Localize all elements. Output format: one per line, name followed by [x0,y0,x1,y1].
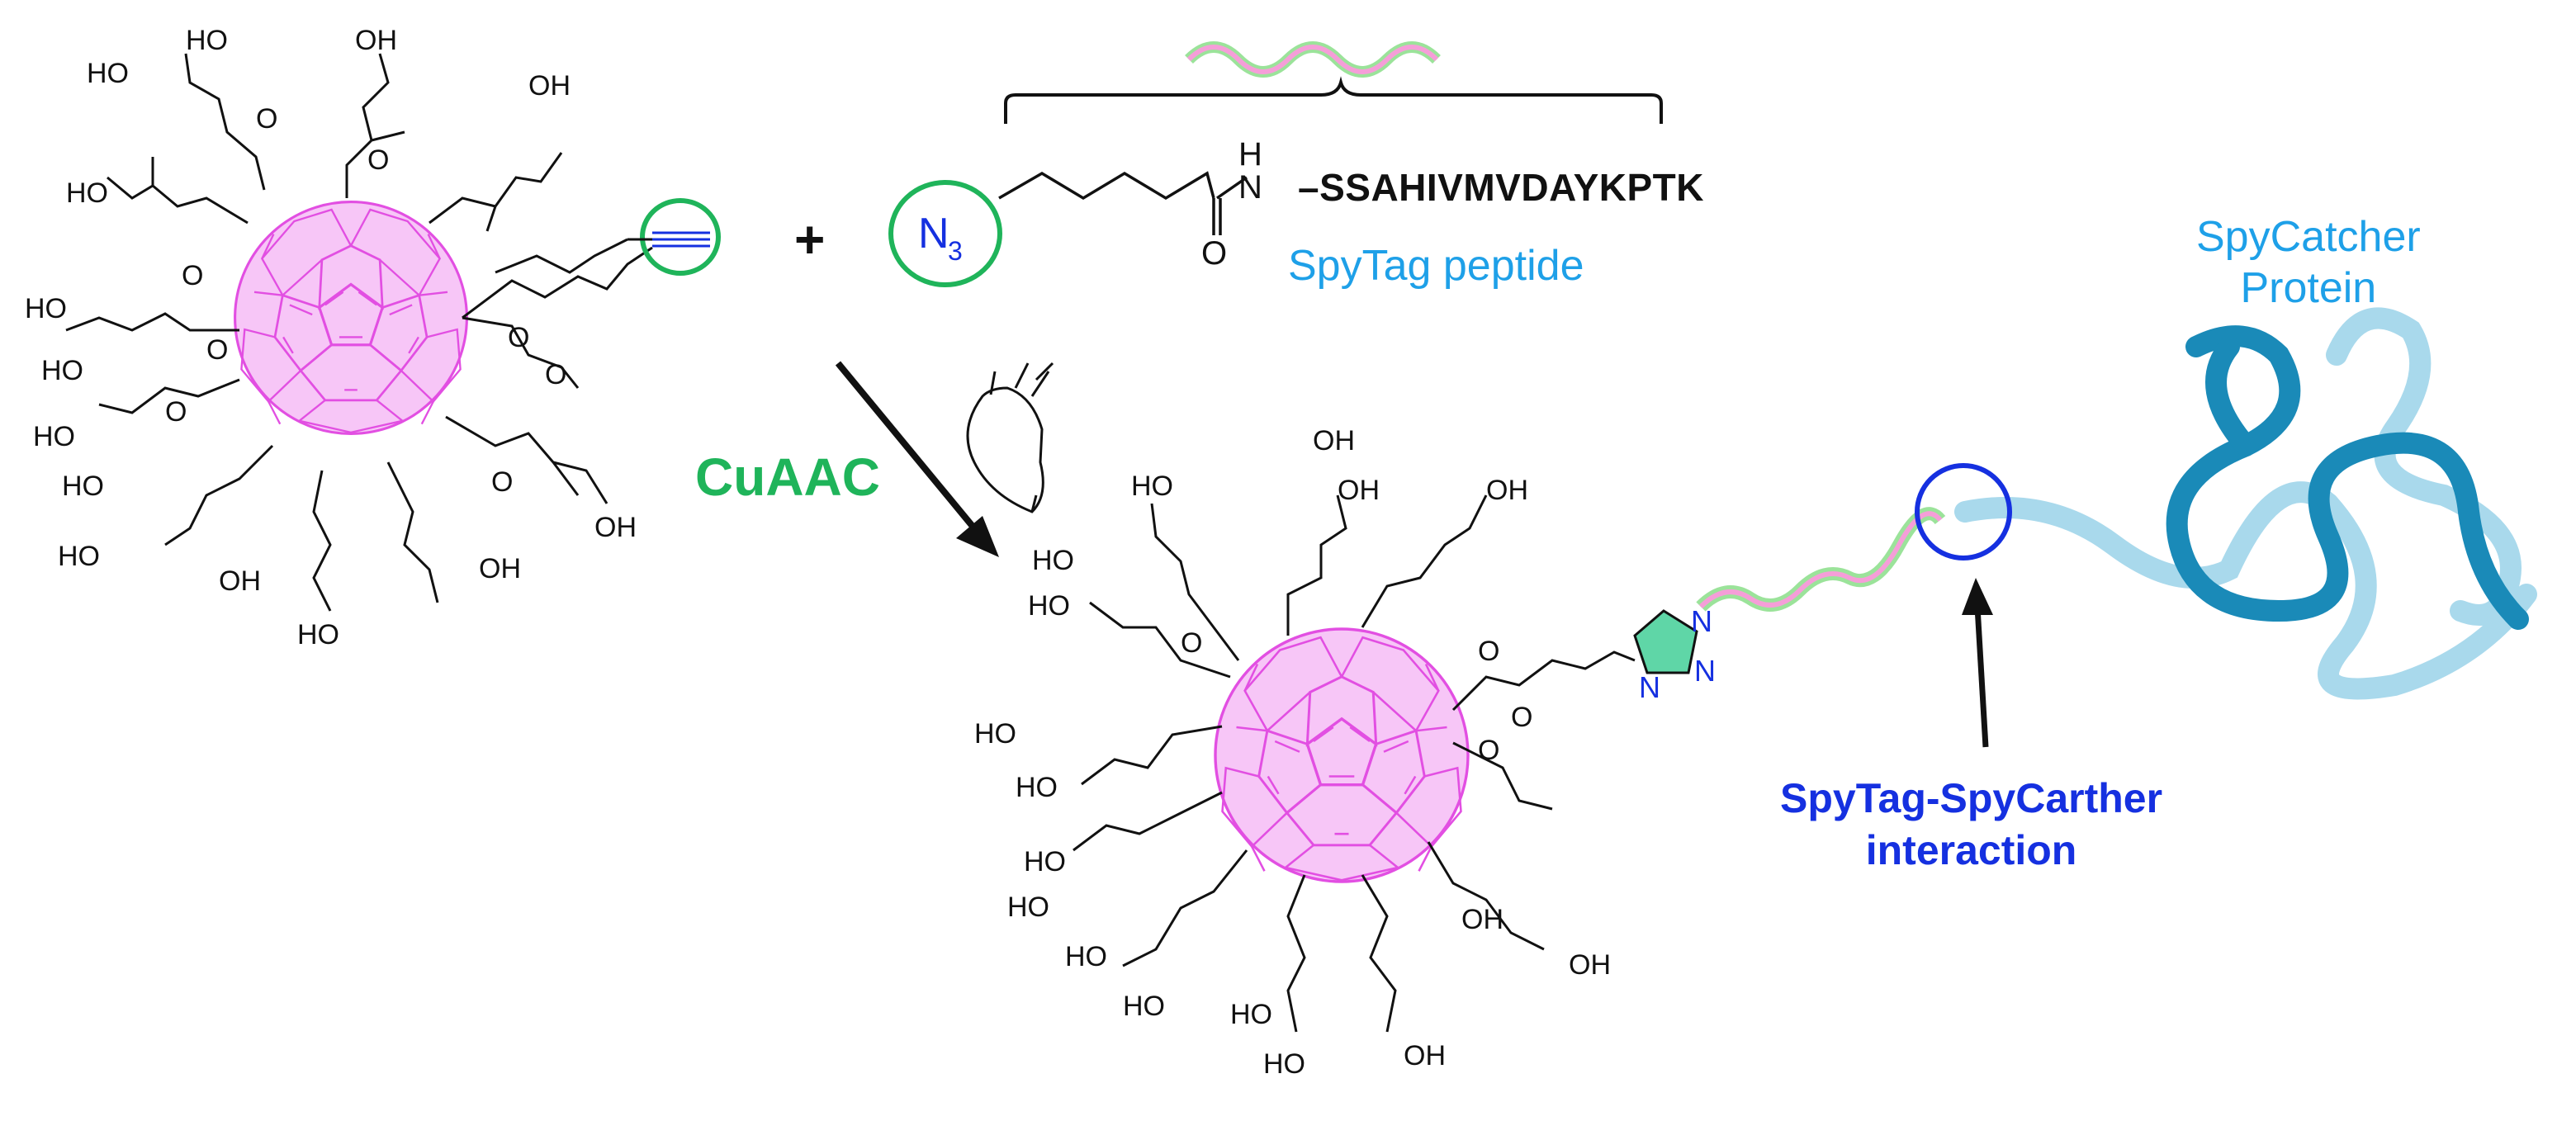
triazole-ring [1633,609,1698,674]
svg-text:HO: HO [1230,999,1272,1030]
spytag-label: SpyTag peptide [1288,242,1584,290]
svg-text:OH: OH [1313,425,1355,456]
attached-peptide-strand [1696,507,1946,612]
alkyne-highlight-circle [640,198,721,276]
triazole-N2: N [1694,654,1716,688]
azide-N-label: N [918,210,949,258]
svg-text:O: O [1511,702,1532,733]
svg-text:HO: HO [1032,545,1074,576]
svg-text:HO: HO [87,58,129,89]
svg-text:OH: OH [355,25,397,56]
svg-text:OH: OH [1404,1040,1446,1071]
svg-text:HO: HO [1065,941,1107,972]
svg-text:HO: HO [62,471,104,502]
interaction-arrow [1962,578,1993,748]
svg-text:O: O [367,144,389,176]
interaction-label-line2: interaction [1865,826,2077,873]
interaction-highlight-circle [1915,463,2012,560]
svg-text:OH: OH [1569,949,1611,981]
triazole-N1: N [1691,604,1712,638]
svg-text:O: O [508,322,529,353]
svg-text:HO: HO [1024,846,1066,877]
svg-text:HO: HO [1123,991,1165,1022]
svg-text:HO: HO [1263,1048,1305,1080]
spycatcher-label-line2: Protein [2240,264,2377,313]
svg-text:O: O [1478,636,1499,667]
svg-text:O: O [165,396,187,428]
svg-text:O: O [1478,735,1499,766]
hand-click-icon [966,362,1054,513]
alkyne-triple-bond [652,231,710,248]
interaction-label-line1: SpyTag-SpyCarther [1780,775,2163,821]
azide-highlight-circle [888,180,1002,287]
hexanoyl-chain [998,171,1215,201]
svg-text:OH: OH [528,70,571,102]
svg-text:HO: HO [1028,590,1070,622]
azide-peptide-reagent: N 3 O H N [888,41,1663,287]
amide-N-label: N [1238,169,1262,206]
svg-text:OH: OH [1338,475,1380,506]
triazole-N3: N [1639,670,1660,704]
svg-text:O: O [256,103,277,135]
svg-text:OH: OH [1486,475,1528,506]
svg-text:HO: HO [58,541,100,572]
svg-text:O: O [545,359,566,390]
azide-subscript: 3 [948,236,963,266]
svg-text:HO: HO [33,421,75,452]
amide-H-label: H [1238,136,1262,173]
svg-text:OH: OH [479,553,521,584]
svg-text:OH: OH [219,565,261,597]
svg-text:O: O [206,334,228,366]
cuaac-label: CuAAC [695,447,880,507]
svg-text:HO: HO [297,619,339,650]
interaction-label: SpyTag-SpyCarther interaction [1780,773,2162,876]
svg-text:O: O [491,466,513,498]
svg-text:OH: OH [1461,904,1503,935]
spycatcher-label: SpyCatcher Protein [2196,211,2421,315]
svg-text:O: O [1181,627,1202,659]
spycatcher-label-line1: SpyCatcher [2196,213,2421,261]
svg-text:HO: HO [186,25,228,56]
svg-text:HO: HO [25,293,67,324]
reaction-arrow [835,361,999,557]
svg-text:HO: HO [1007,892,1049,923]
svg-text:OH: OH [594,512,637,543]
peptide-sequence: –SSAHIVMVDAYKPTK [1298,166,1704,209]
svg-text:HO: HO [66,177,108,209]
plus-sign: + [794,210,826,269]
svg-text:O: O [182,260,203,291]
amide-O-label: O [1201,235,1227,272]
svg-text:HO: HO [974,718,1016,750]
spycatcher-protein [1954,307,2537,700]
svg-text:HO: HO [1016,772,1058,803]
peptide-brace [1004,76,1663,124]
svg-text:HO: HO [41,355,83,386]
svg-text:HO: HO [1131,471,1173,502]
